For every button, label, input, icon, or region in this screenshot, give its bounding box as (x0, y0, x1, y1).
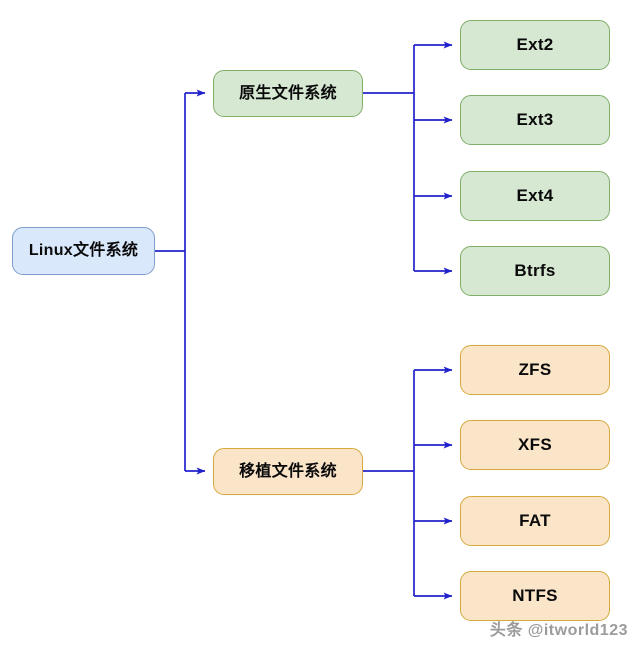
node-leaf-zfs[interactable]: ZFS (460, 345, 610, 395)
node-root-linux-filesystem[interactable]: Linux文件系统 (12, 227, 155, 275)
node-leaf-xfs[interactable]: XFS (460, 420, 610, 470)
node-leaf-fat[interactable]: FAT (460, 496, 610, 546)
watermark-text: 头条 @itworld123 (489, 622, 628, 639)
node-branch-native-filesystem[interactable]: 原生文件系统 (213, 70, 363, 117)
node-leaf-ext3[interactable]: Ext3 (460, 95, 610, 145)
node-leaf-ext4[interactable]: Ext4 (460, 171, 610, 221)
node-leaf-ext2[interactable]: Ext2 (460, 20, 610, 70)
node-leaf-btrfs[interactable]: Btrfs (460, 246, 610, 296)
node-branch-ported-filesystem[interactable]: 移植文件系统 (213, 448, 363, 495)
node-leaf-ntfs[interactable]: NTFS (460, 571, 610, 621)
